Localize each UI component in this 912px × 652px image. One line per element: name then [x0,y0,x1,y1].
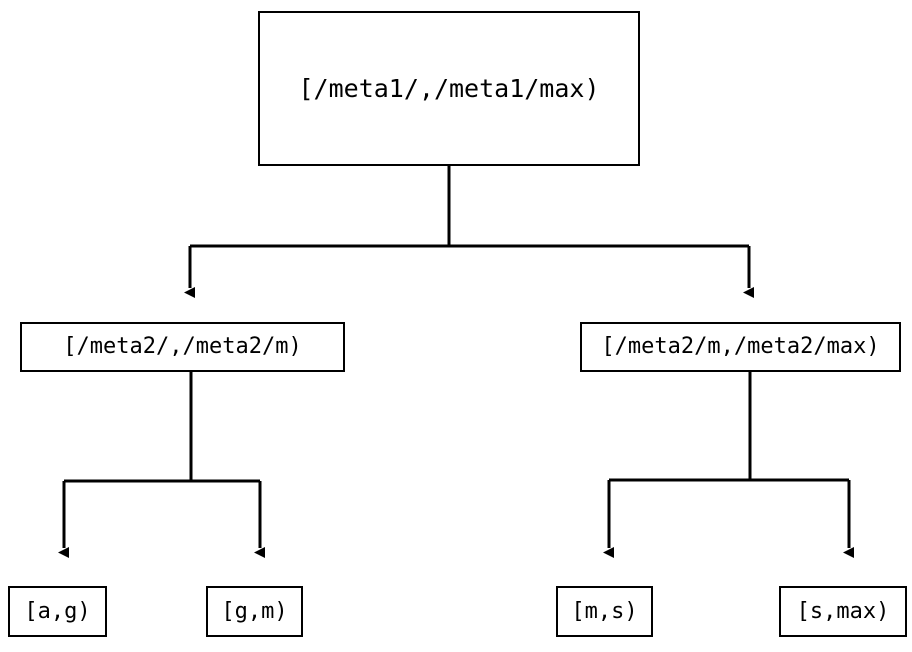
tree-node-mid-right-label: [/meta2/m,/meta2/max) [601,334,880,359]
tree-node-mid-right[interactable]: [/meta2/m,/meta2/max) [580,322,901,372]
tree-node-leaf-ag-label: [a,g) [24,598,91,624]
tree-node-mid-left-label: [/meta2/,/meta2/m) [63,334,302,359]
edge-midright-to-leafrow [603,372,854,558]
tree-node-mid-left[interactable]: [/meta2/,/meta2/m) [20,322,345,372]
tree-node-root-label: [/meta1/,/meta1/max) [298,74,600,103]
edge-midleft-to-leafrow [58,372,265,558]
tree-node-root[interactable]: [/meta1/,/meta1/max) [258,11,640,166]
tree-node-leaf-smax[interactable]: [s,max) [779,586,907,637]
edge-root-to-midrow [184,166,754,298]
tree-node-leaf-gm-label: [g,m) [221,598,288,624]
tree-node-leaf-ms-label: [m,s) [571,598,638,624]
tree-node-leaf-ms[interactable]: [m,s) [556,586,653,637]
tree-node-leaf-smax-label: [s,max) [796,598,890,624]
tree-node-leaf-gm[interactable]: [g,m) [206,586,303,637]
tree-node-leaf-ag[interactable]: [a,g) [8,586,107,637]
